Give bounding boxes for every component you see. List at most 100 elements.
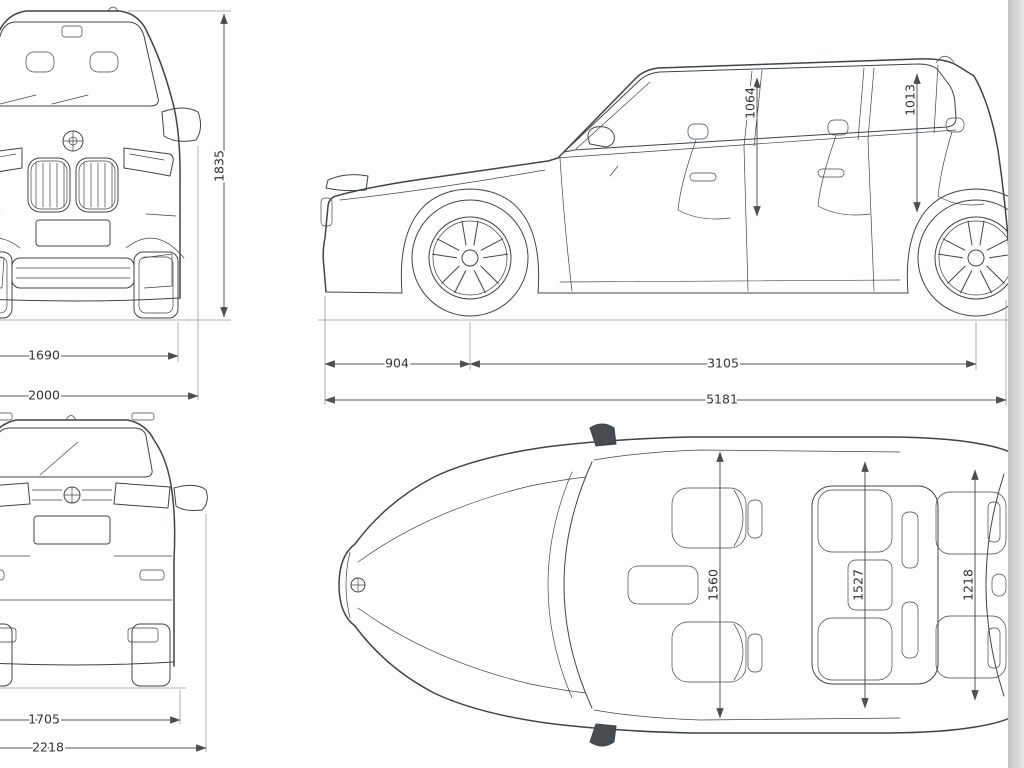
top-mirror-lower [589,723,617,747]
image-edge-strip [1008,0,1024,768]
steering-column [609,165,619,177]
tire-inner-right [138,256,174,314]
panoramic-roof [811,485,939,685]
second-row-seat [817,119,871,216]
tire-inner-left [0,256,8,314]
roof-antenna-fin [107,6,119,12]
license-plate [35,219,111,247]
wheel-arch-rear [906,188,1024,294]
top-mirror-upper [589,423,617,447]
beltline [555,129,957,159]
wheel-arches [0,237,185,259]
dim-top-rear-shoulder: 1218 [959,469,979,701]
reflector-right [139,569,165,581]
dimension-label: 904 [385,356,409,371]
dimension-label: 1013 [903,84,918,116]
dim-rear-inner-width: 1705 [0,690,181,729]
reflector-left [0,569,5,581]
side-mirror-right [161,107,202,142]
dimension-label: 2218 [32,740,64,755]
dim-rear-width: 2218 [0,514,207,757]
front-seat [677,123,731,220]
light-bar [31,489,113,501]
rear-window [0,427,153,478]
front-right-tire [133,251,179,319]
headlight-left-drl [0,153,17,158]
dimension-label: 1835 [212,150,227,182]
taillight-right [113,482,171,509]
taillight-left [0,482,31,507]
roof-rails-top [593,449,901,721]
dim-side-front-overhang: 904 [324,296,471,405]
dimension-label: 1064 [743,87,758,119]
bumper-crease [0,213,177,217]
dim-front-track: 1690 [0,322,179,365]
front-wheel [411,199,529,317]
dimension-label: 1527 [851,569,866,601]
windshield [0,21,159,107]
rear-mirror-right [173,484,208,511]
rear-bumper-creases [0,555,173,601]
bmw-roundel [62,130,84,152]
wiper-lines [0,94,89,105]
hood-lines [345,476,587,694]
a-pillar [575,81,651,150]
door-handle-rear [817,168,845,178]
headlight-right-drl [129,153,165,161]
headlight-left [0,147,23,173]
top-body-outline [338,436,1013,734]
top-view: 1560 1527 1218 [338,423,1013,747]
front-bumper-bottom [0,297,181,302]
roof-rail-right [131,412,155,421]
dimension-label: 5181 [706,392,738,407]
dim-side-wheelbase: 3105 [469,322,977,373]
c-pillar [857,67,875,141]
top-fin [991,573,1007,597]
rear-fin [65,415,77,421]
kidney-grille [27,157,119,213]
wheel-arch-front [400,188,540,294]
front-seats-top [627,487,763,683]
dimension-label: 1690 [28,348,60,363]
roof-fin [935,55,955,64]
dim-side-front-headroom: 1064 [741,77,761,217]
dim-top-front-shoulder: 1560 [704,451,724,719]
dimension-label: 1560 [706,569,721,601]
dim-top-middle-shoulder: 1527 [849,461,869,709]
rocker-line [325,291,909,294]
rear-view: 1705 2218 [0,412,208,757]
rearview-mirror [61,25,83,38]
side-scoops [0,253,173,289]
front-body-outline [0,10,181,299]
second-row-top [817,489,919,681]
door-handle-front [689,172,717,182]
hood-crease [339,169,546,201]
rear-window-arc [985,473,1005,697]
dimension-label: 2000 [28,388,60,403]
top-roundel [350,577,366,593]
roof-rail-left [0,412,13,421]
third-row-top [935,491,1007,679]
sill-trim [559,279,901,283]
headlight-side [325,174,369,192]
dim-front-width: 2000 [0,146,199,405]
lower-intake [11,257,135,289]
grille-side [320,197,333,227]
rear-wiper [39,441,79,476]
third-row-seat [937,117,985,206]
passenger-headrest [89,51,119,73]
headlight-right [123,147,174,177]
rear-body-outline [0,419,176,667]
driver-headrest [25,51,55,73]
d-pillar [933,64,939,134]
door-seams [559,138,875,292]
dimension-label: 3105 [707,356,739,371]
exhaust-left [0,627,17,643]
cowl-arc [547,471,573,699]
windshield-arc [563,461,593,709]
exhaust-right [127,627,159,643]
front-left-tire [0,251,13,319]
side-body-outline [322,58,1011,293]
